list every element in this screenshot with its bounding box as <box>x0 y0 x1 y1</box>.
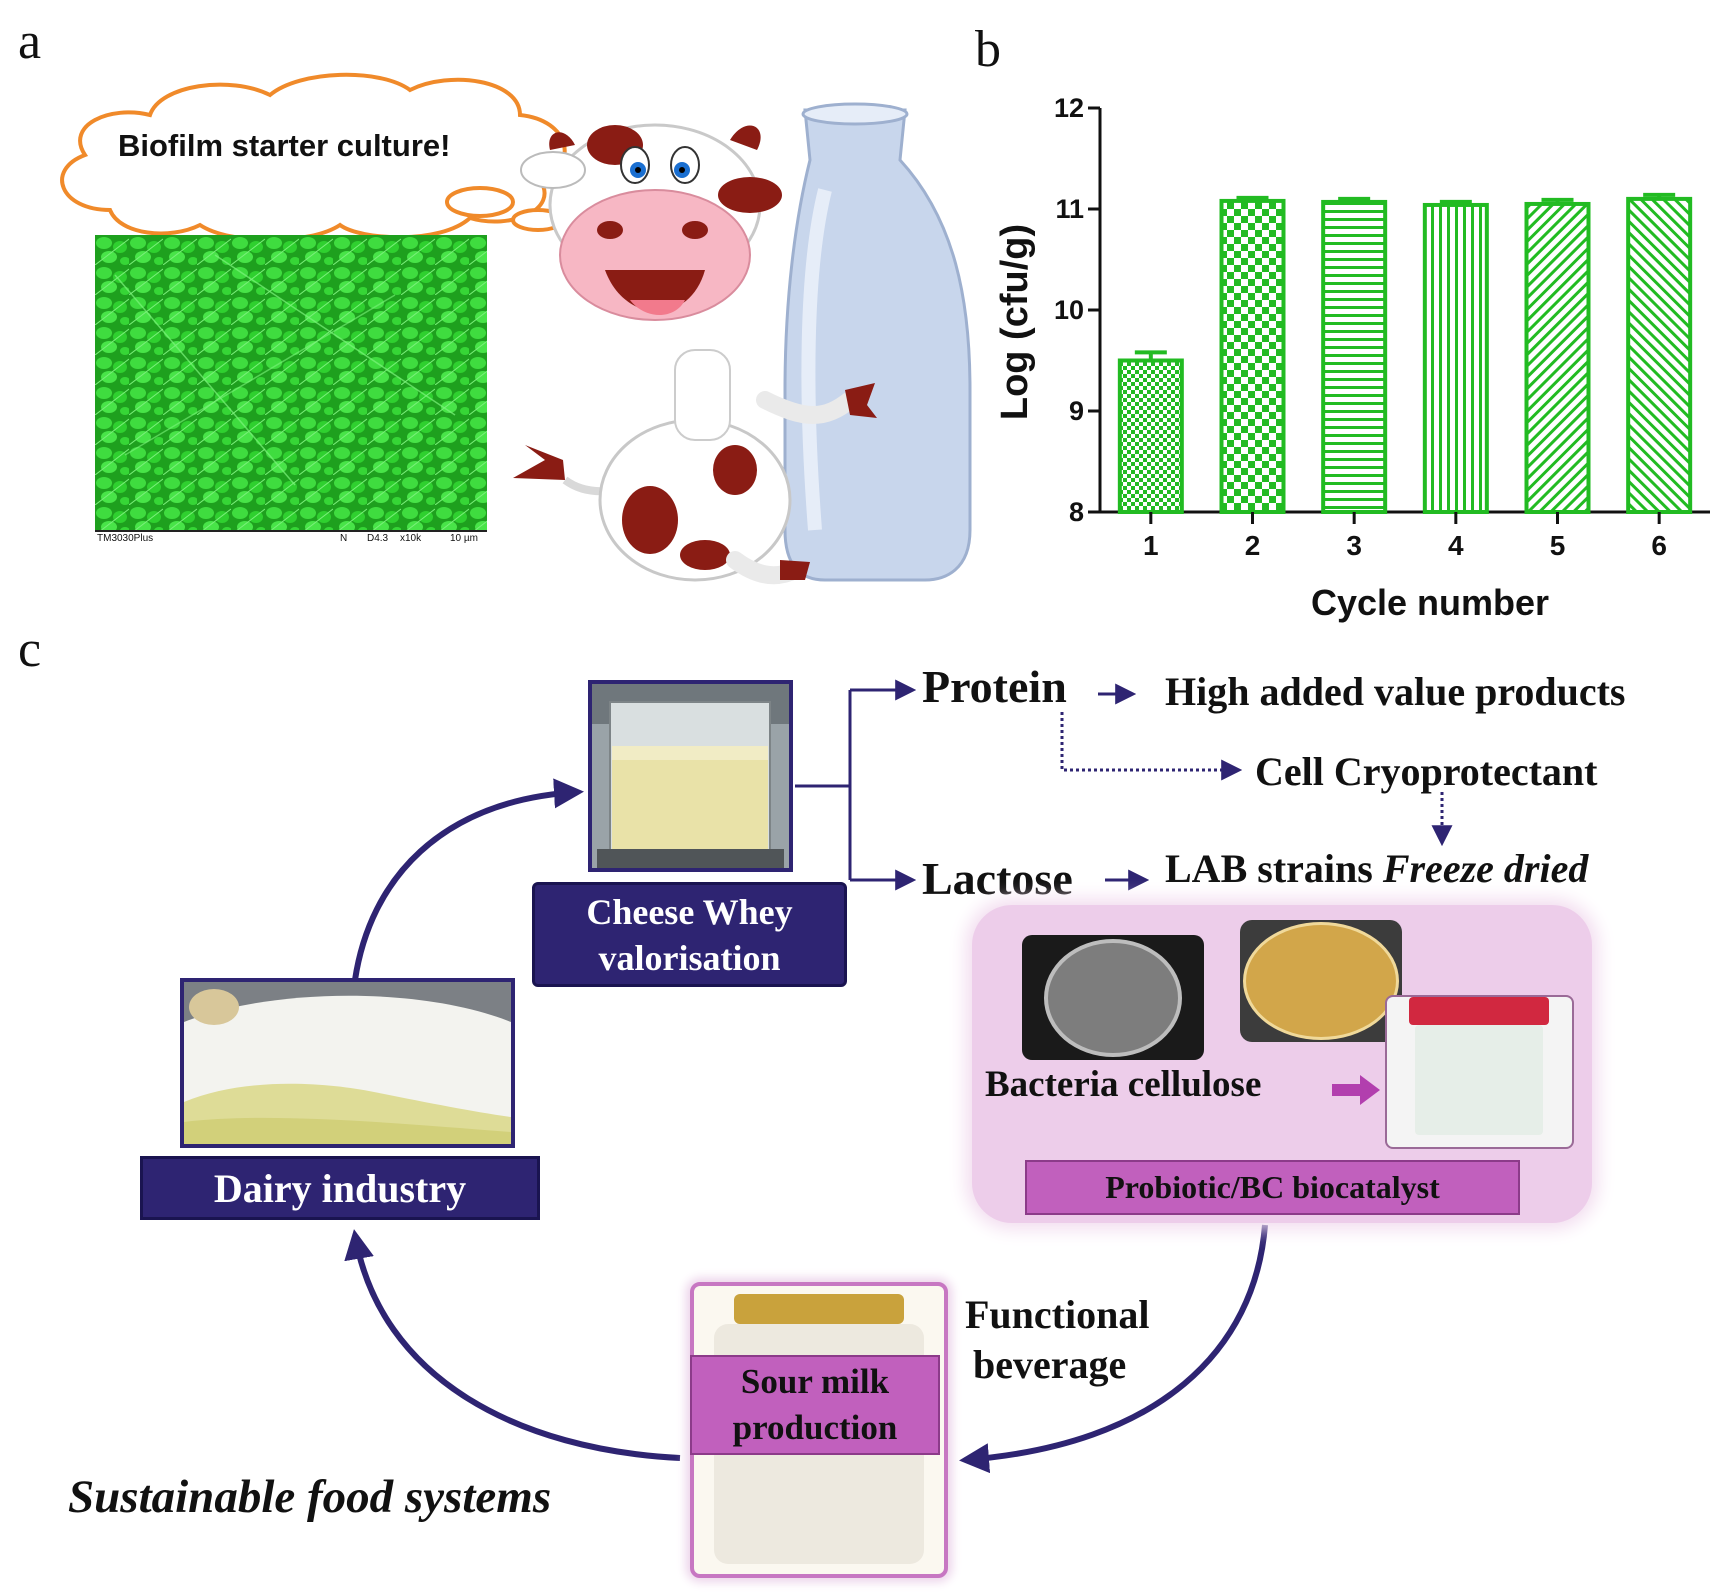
panel-letter-b: b <box>975 21 1001 78</box>
x-tick-label: 3 <box>1346 530 1362 561</box>
functional-line2: beverage <box>973 1342 1127 1387</box>
bar <box>1219 198 1286 514</box>
y-tick-label: 12 <box>1054 93 1084 123</box>
sem-scale: 10 µm <box>450 533 478 544</box>
x-axis-label: Cycle number <box>1311 582 1549 623</box>
jar-red-lid <box>1409 997 1549 1025</box>
lactose-label: Lactose <box>922 853 1073 904</box>
freeze-dried-label: Freeze dried <box>1382 846 1589 891</box>
cheese-whey-line2: valorisation <box>598 937 781 978</box>
lab-strains-label: LAB strains <box>1165 846 1373 891</box>
functional-line1: Functional <box>965 1292 1150 1337</box>
cellulose-dish-photo <box>1022 935 1204 1060</box>
thought-cloud-icon <box>60 72 600 242</box>
high-value-products-label: High added value products <box>1165 669 1626 714</box>
sustainable-food-systems-label: Sustainable food systems <box>68 1471 552 1523</box>
agar-plate-photo <box>1240 920 1402 1042</box>
beaker-image <box>592 684 789 868</box>
panel-letter-a: a <box>18 13 42 70</box>
sour-milk-line2: production <box>732 1408 898 1447</box>
jar-gold-lid <box>734 1294 904 1324</box>
y-tick-label: 9 <box>1069 396 1084 426</box>
y-tick-label: 11 <box>1055 194 1084 224</box>
sem-instrument: TM3030Plus <box>97 533 154 544</box>
y-tick-label: 8 <box>1069 497 1084 527</box>
cheese-vat-image <box>184 982 511 1144</box>
agar-plate <box>1243 922 1399 1040</box>
cheese-whey-photo <box>588 680 793 872</box>
sem-footer: TM3030Plus N D4.3 x10k 10 µm <box>95 530 487 548</box>
cheese-whey-box: Cheese Whey valorisation <box>532 882 847 987</box>
cheese-whey-line1: Cheese Whey <box>586 891 793 932</box>
dairy-industry-box: Dairy industry <box>140 1156 540 1220</box>
x-tick-label: 1 <box>1143 530 1159 561</box>
sour-milk-line1: Sour milk <box>740 1362 890 1401</box>
sem-biofilm-image <box>95 235 487 530</box>
sem-magnification: x10k <box>400 533 422 544</box>
dairy-industry-photo <box>180 978 515 1148</box>
milk-bottle-icon <box>783 102 972 582</box>
bacteria-cellulose-label: Bacteria cellulose <box>985 1064 1262 1105</box>
thought-bubble-text: Biofilm starter culture! <box>118 128 451 163</box>
x-tick-label: 2 <box>1245 530 1261 561</box>
sour-milk-box: Sour milk production <box>690 1355 940 1455</box>
lab-strains-text: LAB strains Freeze dried <box>1165 845 1588 892</box>
biocatalyst-jar-photo <box>1385 995 1574 1149</box>
cow-mascot-icon <box>513 102 972 585</box>
probiotic-biocatalyst-label: Probiotic/BC biocatalyst <box>1025 1160 1520 1215</box>
x-tick-label: 5 <box>1550 530 1566 561</box>
x-tick-label: 6 <box>1651 530 1667 561</box>
jar-body <box>1415 1025 1543 1135</box>
protein-label: Protein <box>922 661 1067 712</box>
pink-arrow-icon <box>1332 1075 1380 1105</box>
functional-beverage-label: Functional beverage <box>965 1290 1149 1390</box>
sem-mode: N <box>340 533 348 544</box>
panel-letter-c: c <box>18 621 42 678</box>
x-tick-label: 4 <box>1448 530 1464 561</box>
y-axis-label: Log (cfu/g) <box>994 224 1036 420</box>
y-tick-label: 10 <box>1054 295 1084 325</box>
sem-settings: D4.3 <box>367 533 389 544</box>
cellulose-disc <box>1044 938 1182 1057</box>
cell-cryoprotectant-label: Cell Cryoprotectant <box>1255 749 1598 794</box>
